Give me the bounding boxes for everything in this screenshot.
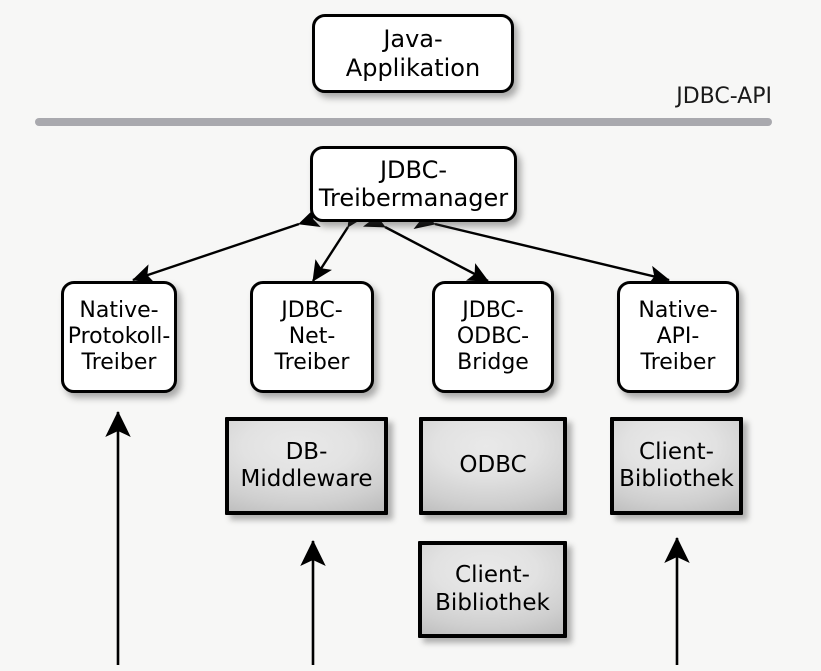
connector-manager-native-api (413, 209, 670, 285)
connector-manager-jdbc-odbc (363, 209, 489, 283)
connector-manager-native-protokoll (132, 208, 321, 284)
node-java-application[interactable]: Java- Applikation (312, 14, 514, 93)
connector-manager-jdbc-net (311, 205, 367, 282)
node-odbc[interactable]: ODBC (419, 417, 567, 515)
node-db-middleware[interactable]: DB- Middleware (225, 417, 388, 515)
jdbc-api-divider-bar (35, 118, 772, 126)
node-driver-manager[interactable]: JDBC- Treibermanager (310, 146, 517, 222)
node-native-protokoll-treiber[interactable]: Native- Protokoll- Treiber (61, 281, 177, 393)
node-client-library-native-api[interactable]: Client- Bibliothek (610, 417, 743, 515)
node-client-library-odbc[interactable]: Client- Bibliothek (418, 541, 567, 638)
node-native-api-treiber[interactable]: Native- API- Treiber (617, 281, 739, 393)
node-jdbc-net-treiber[interactable]: JDBC- Net- Treiber (250, 281, 374, 393)
node-jdbc-odbc-bridge[interactable]: JDBC- ODBC- Bridge (432, 281, 554, 393)
jdbc-api-label: JDBC-API (676, 84, 772, 109)
